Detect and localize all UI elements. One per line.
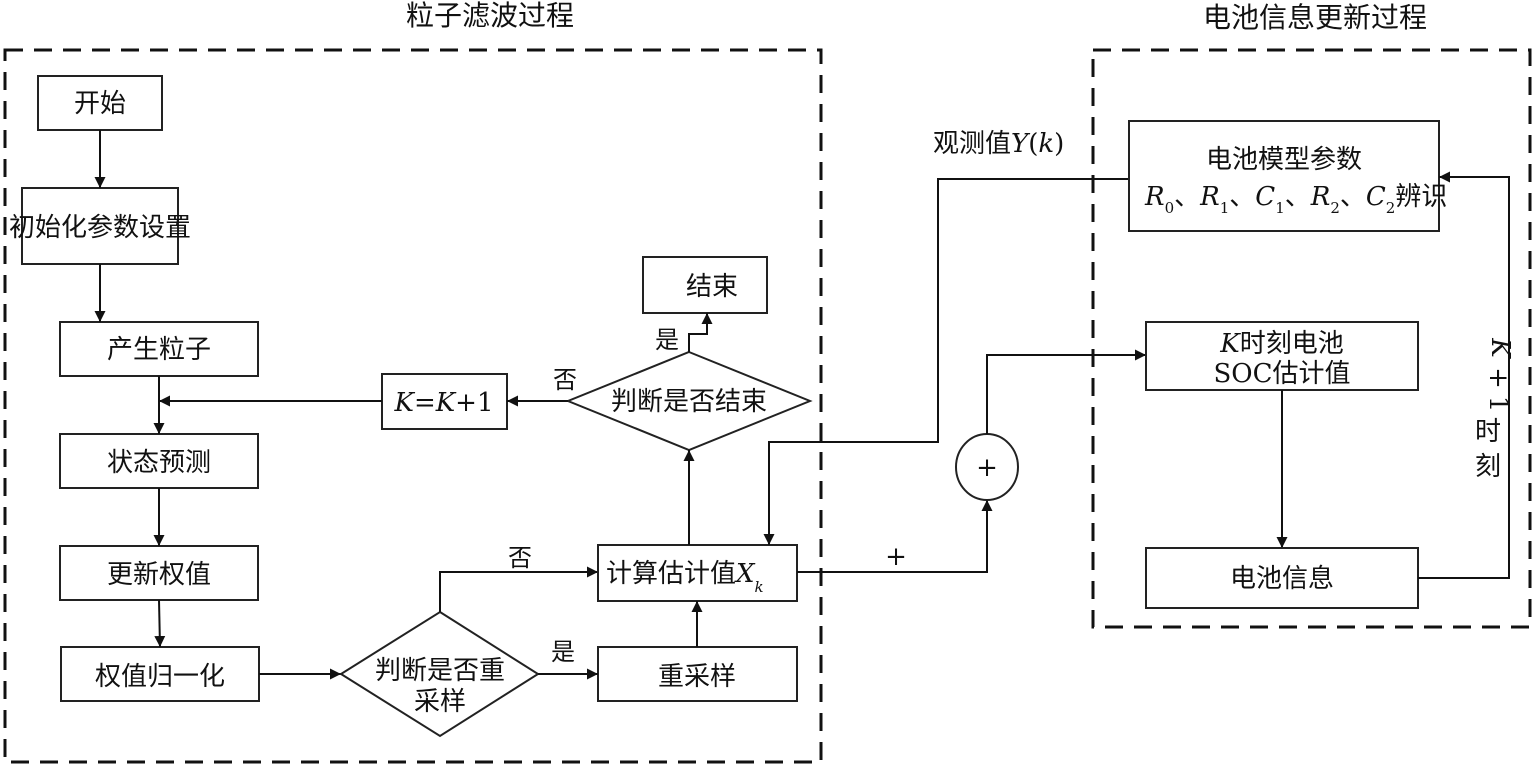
node-end: 结束 xyxy=(642,256,768,314)
param-suffix: 辨识 xyxy=(1395,182,1447,212)
soc-estimate-line1-rest: 时刻电池 xyxy=(1240,329,1344,359)
param-sep-2: 、 xyxy=(1229,182,1255,212)
node-gen-particles-label: 产生粒子 xyxy=(107,335,211,365)
node-resample-decision: 判断是否重 采样 xyxy=(339,610,540,738)
edge-resample-no xyxy=(439,566,598,612)
param-c2-sub: 2 xyxy=(1386,199,1396,217)
param-sep-4: 、 xyxy=(1340,182,1366,212)
node-normalize: 权值归一化 xyxy=(60,646,260,702)
compute-estimate-text: 计算估计值 xyxy=(606,559,736,589)
next-step-k: K xyxy=(1485,337,1515,359)
k-increment-k1: K xyxy=(394,388,416,418)
node-start-label: 开始 xyxy=(74,89,126,119)
edge-junction-to-soc xyxy=(986,349,1146,434)
node-k-increment: K=K+1 xyxy=(381,373,508,430)
k-increment-plus: +1 xyxy=(455,388,493,418)
label-estimate-plus: + xyxy=(885,542,907,572)
label-resample-yes: 是 xyxy=(551,638,575,666)
edge-next-step-feedback xyxy=(1418,171,1510,579)
node-update-weights-label: 更新权值 xyxy=(107,560,211,590)
edge-estimate-to-junction xyxy=(797,500,993,573)
node-compute-estimate: 计算估计值Xk xyxy=(597,544,798,602)
node-state-predict: 状态预测 xyxy=(59,433,259,489)
node-battery-params: 电池模型参数 R0、R1、C1、R2、C2辨识 xyxy=(1128,120,1447,232)
label-next-step: K + 1 时 刻 xyxy=(1475,337,1515,482)
node-end-decision-label: 判断是否结束 xyxy=(611,387,767,417)
label-end-no: 否 xyxy=(553,366,577,394)
node-end-label: 结束 xyxy=(686,272,738,302)
k-increment-eq: = xyxy=(414,388,436,418)
node-resample-decision-line2: 采样 xyxy=(414,687,466,717)
param-c1-sub: 1 xyxy=(1275,199,1285,217)
k-increment-k2: K xyxy=(435,388,457,418)
param-r1-sub: 1 xyxy=(1220,199,1230,217)
node-resample: 重采样 xyxy=(597,646,798,702)
particle-filter-group-title: 粒子滤波过程 xyxy=(406,0,574,32)
param-r1-var: R xyxy=(1199,182,1220,212)
node-battery-params-line1: 电池模型参数 xyxy=(1206,145,1362,175)
node-update-weights: 更新权值 xyxy=(59,545,259,601)
node-gen-particles: 产生粒子 xyxy=(59,321,259,377)
battery-update-group-border xyxy=(1091,48,1532,629)
observation-var: Y xyxy=(1011,129,1031,159)
node-k-increment-label: K=K+1 xyxy=(394,388,494,418)
node-init-label: 初始化参数设置 xyxy=(9,213,191,243)
edge-update-to-normalize xyxy=(154,599,166,648)
param-r0-sub: 0 xyxy=(1165,199,1175,217)
particle-filter-group-border xyxy=(3,48,823,764)
node-normalize-label: 权值归一化 xyxy=(95,662,225,692)
edge-end-yes xyxy=(688,313,713,352)
observation-text: 观测值 xyxy=(933,129,1011,159)
compute-estimate-var: X xyxy=(734,559,756,589)
label-resample-no: 否 xyxy=(508,544,532,572)
next-step-text1: 时 xyxy=(1475,417,1501,447)
label-end-yes: 是 xyxy=(655,326,679,354)
node-soc-estimate-line2: SOC估计值 xyxy=(1213,359,1350,389)
sum-junction-symbol: + xyxy=(976,453,998,483)
node-resample-decision-line1: 判断是否重 xyxy=(375,656,505,686)
node-battery-info-label: 电池信息 xyxy=(1230,564,1334,594)
node-init: 初始化参数设置 xyxy=(9,187,191,265)
node-state-predict-label: 状态预测 xyxy=(107,448,211,478)
observation-arg: k xyxy=(1038,129,1054,159)
node-start: 开始 xyxy=(37,75,163,131)
next-step-plus: + xyxy=(1483,367,1513,389)
label-observation: 观测值Y(k) xyxy=(933,129,1064,159)
param-r2-sub: 2 xyxy=(1330,199,1340,217)
param-sep-3: 、 xyxy=(1285,182,1311,212)
node-battery-params-line2: R0、R1、C1、R2、C2辨识 xyxy=(1144,182,1447,217)
node-soc-estimate: K时刻电池 SOC估计值 xyxy=(1145,321,1419,391)
next-step-one: 1 xyxy=(1483,396,1513,413)
param-c1-var: C xyxy=(1255,182,1275,212)
edge-observation xyxy=(763,178,1129,545)
node-soc-estimate-line1: K时刻电池 xyxy=(1219,329,1343,359)
next-step-text2: 刻 xyxy=(1475,452,1501,482)
soc-estimate-k: K xyxy=(1219,329,1241,359)
node-battery-info: 电池信息 xyxy=(1145,547,1419,609)
node-resample-label: 重采样 xyxy=(658,662,736,692)
compute-estimate-sub: k xyxy=(755,578,764,596)
sum-junction: + xyxy=(955,433,1019,501)
param-c2-var: C xyxy=(1366,182,1386,212)
param-r2-var: R xyxy=(1310,182,1331,212)
param-r0-var: R xyxy=(1144,182,1165,212)
battery-update-group-title: 电池信息更新过程 xyxy=(1203,1,1427,34)
node-end-decision: 判断是否结束 xyxy=(565,350,813,452)
node-compute-estimate-label: 计算估计值Xk xyxy=(606,559,764,596)
param-sep-1: 、 xyxy=(1174,182,1200,212)
